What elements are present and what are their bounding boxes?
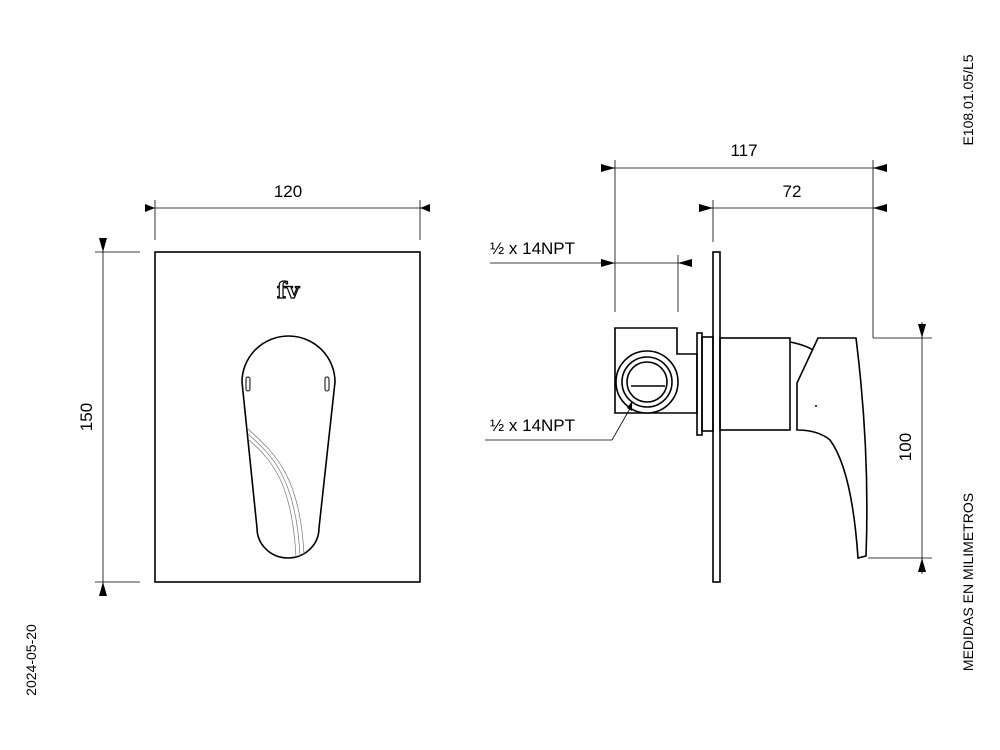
handle-contour-line <box>247 433 301 557</box>
outlet-ring-inner <box>621 356 673 408</box>
outlet-ring <box>615 350 679 414</box>
handle-slot-left <box>245 376 251 392</box>
handle-slot-right <box>324 376 330 392</box>
side-connection-label: ½ x 14NPT <box>490 416 575 435</box>
front-view: fv 120 150 <box>77 182 430 596</box>
drawing-date: 2024-05-20 <box>23 624 39 696</box>
cover-plate <box>154 251 421 583</box>
lever-handle-front <box>241 335 336 559</box>
width-dimension: 120 <box>274 182 302 201</box>
trim-sleeve <box>719 337 791 431</box>
height-dimension: 150 <box>77 403 96 431</box>
drawing-code: E108.01.05/L5 <box>960 54 976 145</box>
handle-contour-line <box>246 427 305 556</box>
units-note: MEDIDAS EN MILIMETROS <box>960 493 976 671</box>
outlet-bore <box>626 361 668 403</box>
handle-contour-line <box>248 439 297 558</box>
lever-handle-side <box>796 337 868 560</box>
side-view: 117 72 ½ x 14NPT ½ x 14NPT 100 <box>485 141 932 583</box>
wall-plate <box>712 251 721 583</box>
handle-depth-dimension: 72 <box>783 182 802 201</box>
flange <box>701 336 714 432</box>
handle-height-dimension: 100 <box>896 433 915 461</box>
total-depth-dimension: 117 <box>730 141 757 160</box>
fv-logo: fv <box>277 278 300 304</box>
top-connection-label: ½ x 14NPT <box>490 239 575 258</box>
